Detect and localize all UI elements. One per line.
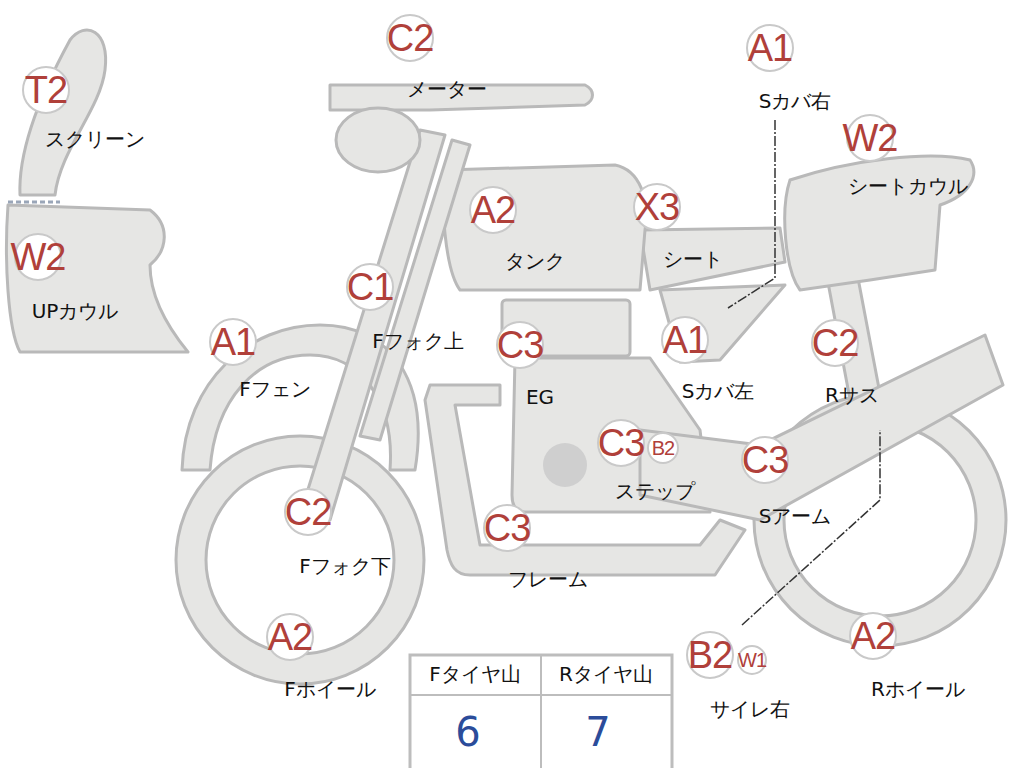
grade-marker: C2メーター — [386, 14, 434, 62]
grade-code: C1 — [347, 268, 394, 306]
grade-circle: C3 — [496, 321, 544, 369]
grade-code: B2 — [652, 438, 674, 458]
grade-circle: A1 — [661, 316, 709, 364]
part-name: Sアーム — [759, 505, 832, 527]
grade-circle: B2 — [686, 631, 734, 679]
grade-marker: C3EG — [496, 321, 544, 369]
grade-marker: C1Fフォク上 — [346, 263, 394, 311]
grade-circle: W1 — [737, 645, 767, 675]
grade-code: C3 — [497, 326, 544, 364]
table-header: Fタイヤ山 — [429, 664, 521, 684]
grade-marker: W2シートカウル — [846, 114, 894, 162]
grade-circle: C2 — [386, 14, 434, 62]
grade-marker: C3Sアーム — [741, 436, 789, 484]
part-name: Fフェン — [239, 378, 311, 400]
grade-code: A1 — [748, 29, 792, 67]
part-name: Fホイール — [284, 678, 376, 700]
grade-circle: C3 — [741, 436, 789, 484]
grade-circle: X3 — [633, 183, 681, 231]
grade-circle: A1 — [746, 24, 794, 72]
grade-marker: A1Sカバ右 — [746, 24, 794, 72]
grade-marker: A1Sカバ左 — [661, 316, 709, 364]
grade-marker: C2Rサス — [811, 319, 859, 367]
table-value: 6 — [455, 712, 480, 752]
part-name: ステップ — [615, 480, 695, 502]
part-name: UPカウル — [32, 300, 119, 322]
grade-code: A2 — [268, 618, 312, 656]
part-name: シートカウル — [848, 175, 968, 197]
grade-marker: W2UPカウル — [14, 233, 62, 281]
grade-circle: C3 — [483, 504, 531, 552]
grade-circle: A1 — [209, 318, 257, 366]
part-name: EG — [526, 386, 554, 408]
grade-code: W2 — [843, 119, 898, 157]
grade-circle: W2 — [846, 114, 894, 162]
part-name: Sカバ左 — [682, 380, 755, 402]
grade-marker: C3フレーム — [483, 504, 531, 552]
grade-code: T2 — [25, 71, 67, 109]
grade-marker: W1 — [737, 645, 767, 675]
grade-marker: C2Fフォク下 — [284, 488, 332, 536]
grade-code: C2 — [387, 19, 434, 57]
table-value: 7 — [585, 712, 610, 752]
part-name: サイレ右 — [710, 698, 790, 720]
grade-marker: A2タンク — [469, 186, 517, 234]
grade-marker: X3シート — [633, 183, 681, 231]
grade-code: C3 — [484, 509, 531, 547]
grade-marker: A1Fフェン — [209, 318, 257, 366]
grade-code: C2 — [812, 324, 859, 362]
part-name: メーター — [407, 78, 487, 100]
grade-circle: T2 — [22, 66, 70, 114]
grade-marker: B2 — [647, 432, 679, 464]
grade-code: C2 — [285, 493, 332, 531]
part-name: シート — [663, 248, 723, 270]
grade-marker: C3ステップ — [597, 419, 645, 467]
grade-marker: A2Rホイール — [849, 612, 897, 660]
grade-marker: B2サイレ右 — [686, 631, 734, 679]
grade-circle: A2 — [469, 186, 517, 234]
grade-circle: W2 — [14, 233, 62, 281]
part-name: フレーム — [508, 568, 588, 590]
grade-code: W1 — [738, 650, 766, 670]
grade-code: B2 — [688, 636, 732, 674]
grade-circle: C3 — [597, 419, 645, 467]
grade-circle: B2 — [647, 432, 679, 464]
grade-marker: T2スクリーン — [22, 66, 70, 114]
grade-code: A1 — [211, 323, 255, 361]
grade-code: C3 — [598, 424, 645, 462]
grade-circle: C1 — [346, 263, 394, 311]
grade-code: A2 — [851, 617, 895, 655]
part-name: Rホイール — [871, 678, 965, 700]
grade-marker: A2Fホイール — [266, 613, 314, 661]
part-name: タンク — [505, 250, 565, 272]
grade-circle: C2 — [811, 319, 859, 367]
part-name: Sカバ右 — [759, 90, 832, 112]
grade-code: A2 — [471, 191, 515, 229]
part-name: Rサス — [825, 384, 879, 406]
part-name: Fフォク上 — [372, 330, 464, 352]
grade-circle: C2 — [284, 488, 332, 536]
grade-code: W2 — [11, 238, 66, 276]
grade-circle: A2 — [266, 613, 314, 661]
table-header: Rタイヤ山 — [559, 664, 653, 684]
grade-circle: A2 — [849, 612, 897, 660]
part-name: スクリーン — [45, 128, 145, 150]
grade-code: A1 — [663, 321, 707, 359]
part-name: Fフォク下 — [299, 555, 391, 577]
grade-code: C3 — [742, 441, 789, 479]
grade-code: X3 — [635, 188, 679, 226]
